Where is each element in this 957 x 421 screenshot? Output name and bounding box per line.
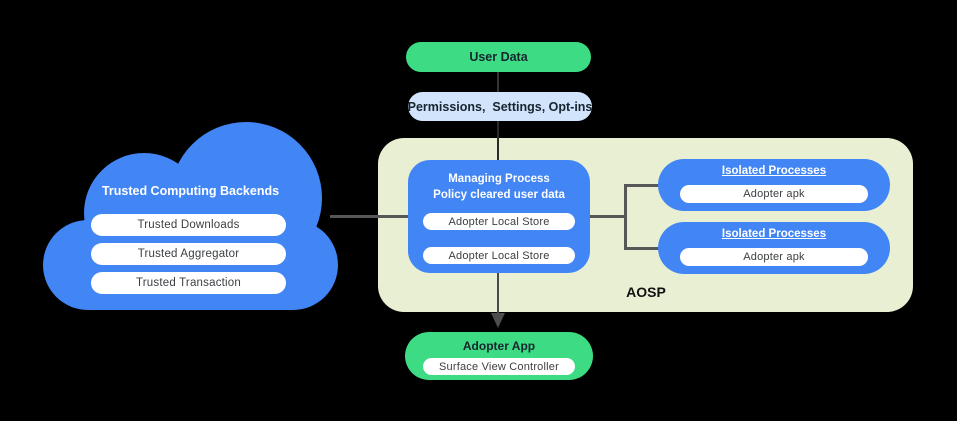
- managing-process-title-line1: Managing Process: [448, 173, 550, 185]
- isolated-process-node: Isolated Processes Adopter apk: [658, 222, 890, 274]
- managing-process-title-line2: Policy cleared user data: [433, 188, 565, 201]
- isolated-processes-title: Isolated Processes: [721, 228, 827, 240]
- arrow-down-icon: [491, 313, 505, 328]
- connector-permissions-managing: [497, 121, 499, 161]
- aosp-label: AOSP: [626, 284, 666, 300]
- adopter-local-store-node: Adopter Local Store: [423, 213, 575, 230]
- connector-branch-bottom: [624, 247, 660, 250]
- managing-process-title: Managing Process Policy cleared user dat…: [408, 172, 590, 203]
- adopter-local-store-node: Adopter Local Store: [423, 247, 575, 264]
- trusted-downloads-node: Trusted Downloads: [91, 214, 286, 236]
- trusted-transaction-node: Trusted Transaction: [91, 272, 286, 294]
- user-data-node: User Data: [406, 42, 591, 72]
- trusted-computing-backends-title: Trusted Computing Backends: [101, 184, 280, 198]
- isolated-process-node: Isolated Processes Adopter apk: [658, 159, 890, 211]
- permissions-settings-optins-node: Permissions, Settings, Opt-ins: [408, 92, 592, 121]
- adopter-apk-node: Adopter apk: [680, 185, 868, 203]
- trusted-aggregator-node: Trusted Aggregator: [91, 243, 286, 265]
- connector-managing-adopterapp: [497, 273, 499, 314]
- connector-cloud-managing: [330, 215, 409, 218]
- isolated-processes-title: Isolated Processes: [721, 165, 827, 177]
- connector-branch-vertical: [624, 184, 627, 250]
- connector-managing-branch: [589, 215, 627, 218]
- managing-process-node: Managing Process Policy cleared user dat…: [408, 160, 590, 273]
- adopter-app-node: Adopter App Surface View Controller: [405, 332, 593, 380]
- connector-userdata-permissions: [497, 72, 499, 93]
- adopter-app-title: Adopter App: [462, 339, 536, 353]
- connector-branch-top: [624, 184, 660, 187]
- surface-view-controller-node: Surface View Controller: [423, 358, 575, 375]
- adopter-apk-node: Adopter apk: [680, 248, 868, 266]
